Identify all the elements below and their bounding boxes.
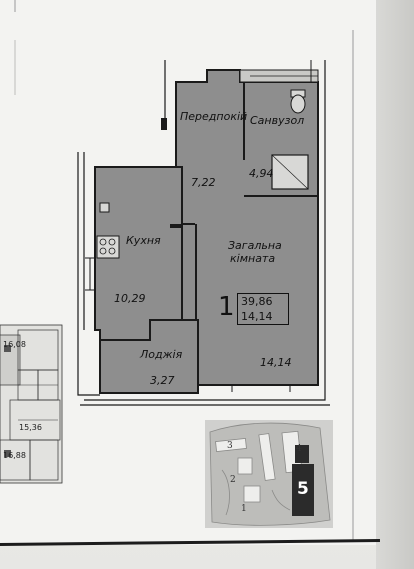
outer-contours — [77, 60, 330, 406]
window-marks — [85, 257, 291, 392]
hall-area: 7,22 — [191, 176, 216, 189]
hall-name: Передпокій — [180, 110, 248, 123]
section-5-label: 5 — [297, 479, 309, 499]
thumb-label-2: 15,36 — [19, 423, 42, 432]
stove-icon — [96, 235, 120, 259]
section-3-label: 3 — [227, 441, 233, 451]
shower-tray-icon — [271, 154, 309, 190]
kitchen-sink-icon — [99, 202, 110, 213]
kitchen-area: 10,29 — [114, 292, 146, 305]
toilet-icon — [290, 89, 306, 114]
living-area: 14,14 — [241, 310, 273, 323]
loggia-area: 3,27 — [150, 374, 175, 387]
thumb-label-3: 16,88 — [3, 451, 26, 460]
sheet-edge — [376, 0, 414, 569]
loggia-name: Лоджія — [140, 348, 183, 361]
balcony-top — [239, 60, 319, 83]
section-1-label: 1 — [241, 504, 247, 514]
site-key-plan — [205, 420, 333, 528]
section-2-label: 2 — [230, 475, 236, 485]
rooms-count: 1 — [218, 292, 235, 322]
thumb-label-1: 16,08 — [3, 340, 26, 349]
section-4-label: 4 — [296, 444, 302, 454]
highlighted-section — [292, 464, 314, 516]
bathroom-area: 4,94 — [249, 167, 274, 180]
kitchen-name: Кухня — [126, 234, 161, 247]
column-icon — [170, 224, 182, 228]
area-summary-box — [237, 293, 289, 325]
living-room-area: 14,14 — [260, 356, 292, 369]
bathroom-name: Санвузол — [250, 114, 305, 127]
ventilation-shaft-icon — [161, 118, 167, 130]
living-room-name-line2: кімната — [230, 252, 276, 265]
floor-thumbnail — [0, 324, 63, 484]
living-room-name-line1: Загальна — [228, 239, 282, 252]
total-area: 39,86 — [241, 295, 273, 308]
interior-walls — [182, 82, 318, 320]
